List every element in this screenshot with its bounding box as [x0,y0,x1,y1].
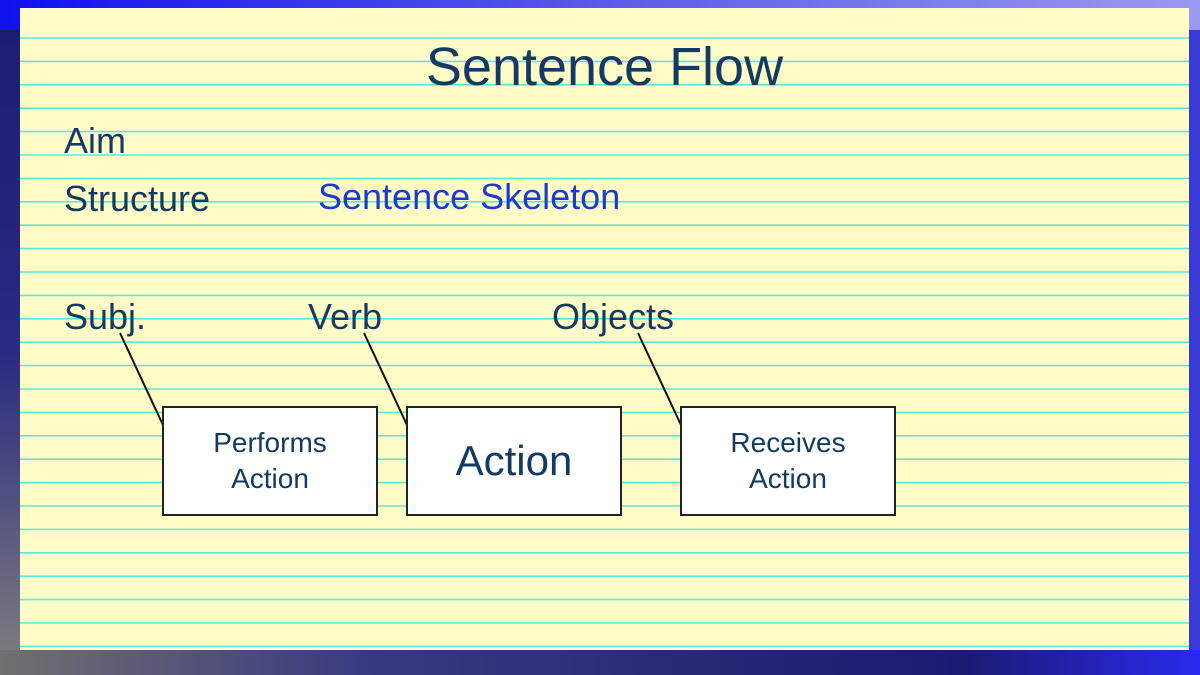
box-line: Action [231,463,309,494]
box-line: Receives [730,427,846,458]
objects-label: Objects [552,296,675,337]
structure-label: Structure [64,178,211,219]
verb-label: Verb [308,296,383,337]
box-line: Action [749,463,827,494]
connector-lines [119,332,682,426]
ruled-lines [20,37,1189,648]
action-box: Action [406,406,622,516]
slide-title: Sentence Flow [425,37,784,97]
subject-label: Subj. [64,296,147,337]
slide-border-left [0,30,20,675]
box-line: Performs [213,427,327,458]
lined-paper: Sentence Flow Aim Structure Sentence Ske… [20,8,1189,650]
box-text: Action [455,437,573,484]
subject-connector [119,332,164,426]
aim-label: Aim [64,120,126,161]
structure-value: Sentence Skeleton [318,176,621,217]
slide-border-bottom [0,650,1200,675]
verb-connector [363,332,408,426]
objects-connector [637,332,682,426]
